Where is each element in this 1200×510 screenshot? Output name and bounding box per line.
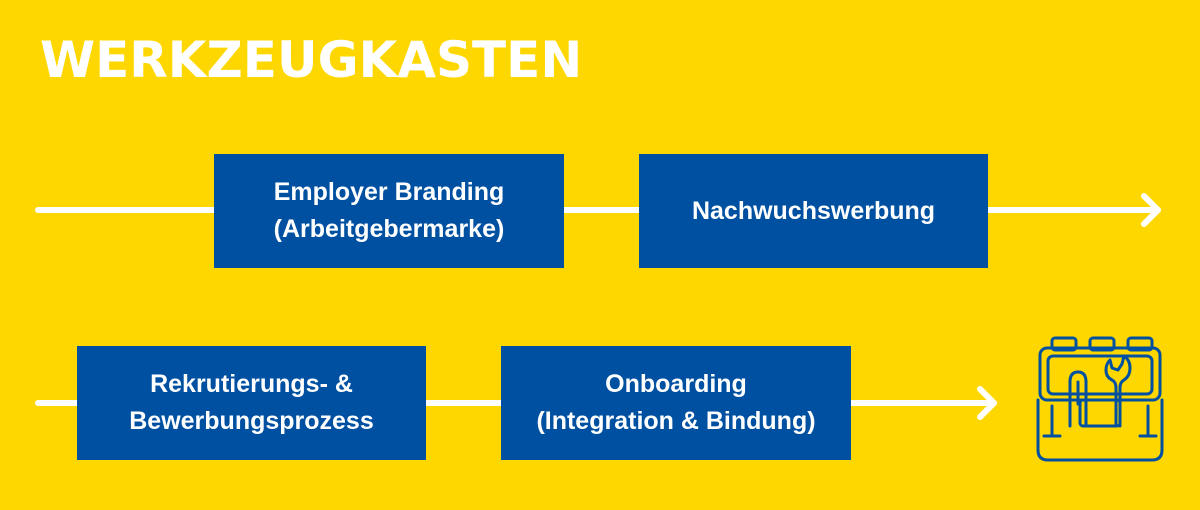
toolbox-icon <box>1036 336 1164 462</box>
step-rekrutierung: Rekrutierungs- & Bewerbungsprozess <box>77 346 426 460</box>
step-label-line: (Arbeitgebermarke) <box>273 215 505 243</box>
step-onboarding: Onboarding (Integration & Bindung) <box>501 346 851 460</box>
page-title: WERKZEUGKASTEN <box>40 31 583 89</box>
step-nachwuchswerbung: Nachwuchswerbung <box>639 154 988 268</box>
step-employer-branding: Employer Branding (Arbeitgebermarke) <box>214 154 564 268</box>
step-label-line: Rekrutierungs- & <box>150 370 353 398</box>
step-label-line: Onboarding <box>605 370 747 398</box>
flow-arrow-top-head <box>1141 193 1161 227</box>
step-label-line: (Integration & Bindung) <box>536 407 816 435</box>
step-label-line: Nachwuchswerbung <box>691 196 936 225</box>
step-label-line: Bewerbungsprozess <box>129 407 374 435</box>
step-label-line: Employer Branding <box>273 178 505 206</box>
flow-arrow-bottom-head <box>977 386 997 420</box>
